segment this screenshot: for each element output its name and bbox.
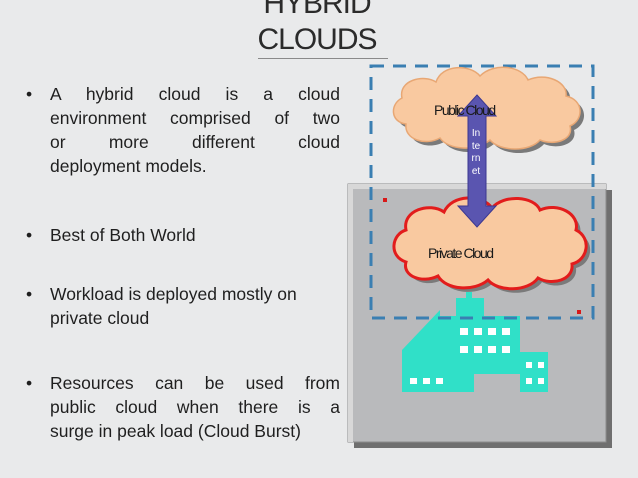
bullet-item-4: • Resources can be used from public clou… [26, 371, 340, 443]
title-underline [258, 58, 388, 59]
building-icon [402, 292, 548, 392]
bullet-marker: • [26, 225, 33, 245]
bullet-line: Best of Both World [50, 225, 196, 245]
marker-dot [383, 198, 387, 202]
hybrid-boundary-dashed [369, 64, 595, 320]
bullet-item-2: • Best of Both World [26, 223, 340, 247]
private-cloud-icon [392, 196, 588, 291]
bullet-line: or more different cloud [50, 132, 340, 152]
title-line-2: CLOUDS [257, 23, 377, 56]
marker-dot [577, 310, 581, 314]
title-line-1: HYBRID [263, 0, 371, 20]
bullet-line: Workload is deployed mostly on [50, 284, 297, 304]
internet-label: Internet [471, 128, 481, 177]
bullet-line: Resources can be used from [50, 373, 340, 393]
bullet-line: public cloud when there is a [50, 397, 340, 417]
bullet-line: A hybrid cloud is a cloud [50, 84, 340, 104]
bullet-marker: • [26, 84, 33, 104]
bullet-marker: • [26, 373, 33, 393]
bullet-line: deployment models. [50, 156, 207, 176]
bullet-line: surge in peak load (Cloud Burst) [50, 421, 301, 441]
bullet-line: environment comprised of two [50, 108, 340, 128]
bullet-line: private cloud [50, 308, 150, 328]
box-highlight-left [348, 184, 353, 442]
bullet-marker: • [26, 284, 33, 304]
bullet-item-1: • A hybrid cloud is a cloud environment … [26, 82, 340, 178]
slide-title: HYBRID CLOUDS [232, 0, 402, 58]
private-cloud-label: Private Cloud [428, 245, 494, 261]
internet-arrow-icon [456, 94, 498, 228]
bullet-item-3: • Workload is deployed mostly on private… [26, 282, 340, 330]
public-cloud-label: Public Cloud [434, 102, 496, 118]
